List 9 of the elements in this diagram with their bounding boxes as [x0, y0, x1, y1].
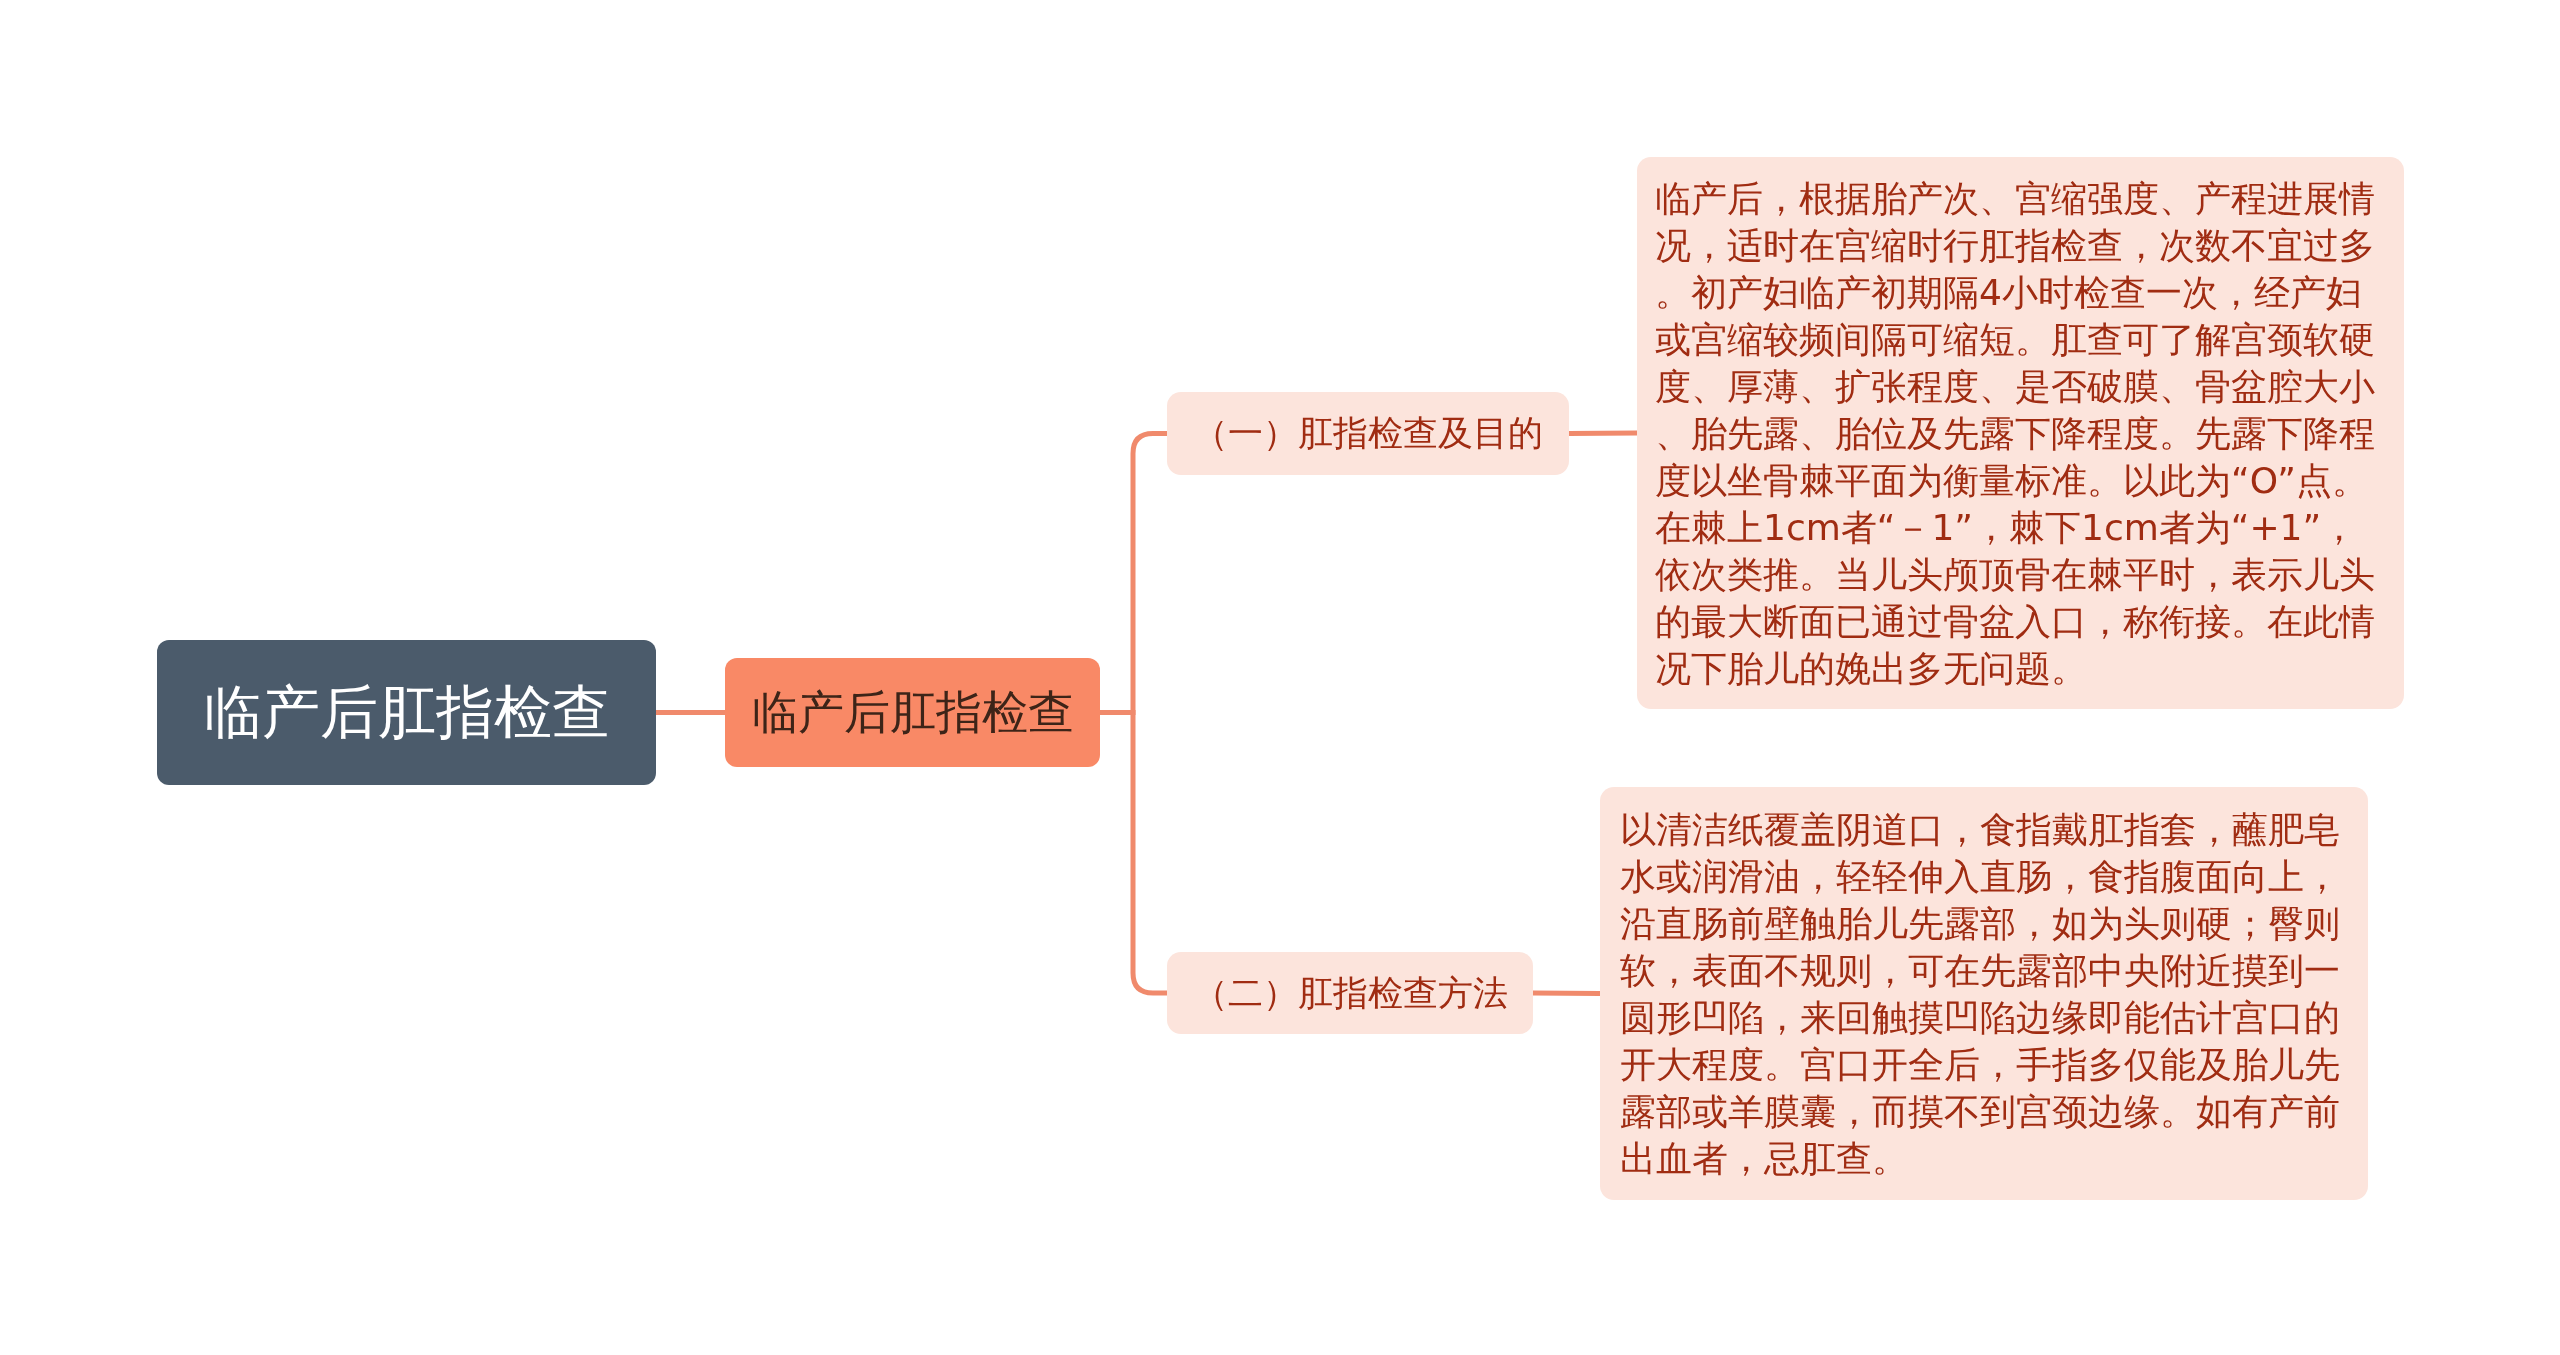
subtopic-box: （二）肛指检查方法: [1167, 952, 1533, 1034]
root-topic-box: 临产后肛指检查: [157, 640, 656, 785]
connector-line: [1569, 430, 1637, 436]
connector-line: [1533, 990, 1600, 996]
detail-box: 以清洁纸覆盖阴道口，食指戴肛指套，蘸肥皂水或润滑油，轻轻伸入直肠，食指腹面向上，沿直肠前壁触胎儿先露部，如为头则硬；臀则软，表面不规则，可在先露部中央附近摸到一圆形凹陷，来回触摸凹陷边缘即能估计宫口的开大程度。宫口开全后，手指多仅能及胎儿先露部或羊膜囊，而摸不到宫颈边缘。如有产前出血者，忌肛查。: [1600, 787, 2368, 1200]
subtopic-box: （一）肛指检查及目的: [1167, 392, 1569, 475]
detail-box: 临产后，根据胎产次、宫缩强度、产程进展情况，适时在宫缩时行肛指检查，次数不宜过多。初产妇临产初期隔4小时检查一次，经产妇或宫缩较频间隔可缩短。肛查可了解宫颈软硬度、厚薄、扩张程度、是否破膜、骨盆腔大小、胎先露、胎位及先露下降程度。先露下降程度以坐骨棘平面为衡量标准。以此为“O”点。在棘上1cm者“－1”，棘下1cm者为“+1”，依次类推。当儿头颅顶骨在棘平时，表示儿头的最大断面已通过骨盆入口，称衔接。在此情况下胎儿的娩出多无问题。: [1637, 157, 2404, 709]
main-topic-box: 临产后肛指检查: [725, 658, 1100, 767]
connector-line: [656, 710, 725, 715]
